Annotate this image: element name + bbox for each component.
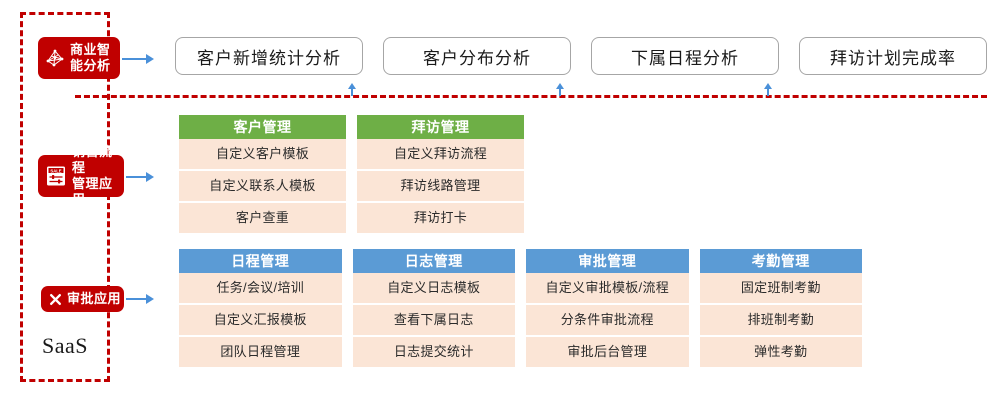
badge-business-intelligence[interactable]: 商业智 能分析 bbox=[38, 37, 120, 79]
module-card-approval-management[interactable]: 审批管理 自定义审批模板/流程 分条件审批流程 审批后台管理 bbox=[526, 249, 689, 367]
analysis-button-customer-distribution[interactable]: 客户分布分析 bbox=[383, 37, 571, 75]
module-card-title: 考勤管理 bbox=[699, 249, 862, 273]
badge-approval-app[interactable]: 审批应用 bbox=[41, 286, 124, 312]
badge-label: 商业智 能分析 bbox=[70, 42, 111, 73]
module-card-item[interactable]: 弹性考勤 bbox=[699, 337, 862, 367]
module-card-item[interactable]: 拜访线路管理 bbox=[357, 171, 524, 203]
analysis-button-visit-plan-rate[interactable]: 拜访计划完成率 bbox=[799, 37, 987, 75]
saas-boundary bbox=[20, 12, 110, 382]
module-card-item[interactable]: 自定义客户模板 bbox=[179, 139, 346, 171]
module-card-title: 审批管理 bbox=[526, 249, 689, 273]
svg-text:SALE: SALE bbox=[50, 168, 61, 173]
module-group-sales: 客户管理 自定义客户模板 自定义联系人模板 客户查重 拜访管理 自定义拜访流程 … bbox=[179, 115, 524, 233]
badge-label: 销售流程 管理应用 bbox=[72, 144, 113, 207]
network-graph-icon bbox=[44, 47, 66, 69]
arrow-bi-to-analysis bbox=[122, 53, 154, 64]
module-card-title: 拜访管理 bbox=[357, 115, 524, 139]
module-card-schedule-management[interactable]: 日程管理 任务/会议/培训 自定义汇报模板 团队日程管理 bbox=[179, 249, 342, 367]
analysis-button-label: 拜访计划完成率 bbox=[830, 48, 956, 68]
module-card-customer-management[interactable]: 客户管理 自定义客户模板 自定义联系人模板 客户查重 bbox=[179, 115, 346, 233]
saas-horizontal-divider bbox=[75, 95, 987, 98]
module-card-item[interactable]: 任务/会议/培训 bbox=[179, 273, 342, 305]
module-card-item[interactable]: 自定义审批模板/流程 bbox=[526, 273, 689, 305]
module-card-item[interactable]: 自定义汇报模板 bbox=[179, 305, 342, 337]
module-card-item[interactable]: 自定义联系人模板 bbox=[179, 171, 346, 203]
module-card-item[interactable]: 自定义拜访流程 bbox=[357, 139, 524, 171]
saas-label: SaaS bbox=[42, 333, 88, 358]
module-card-item[interactable]: 自定义日志模板 bbox=[352, 273, 515, 305]
module-card-title: 日志管理 bbox=[352, 249, 515, 273]
module-card-log-management[interactable]: 日志管理 自定义日志模板 查看下属日志 日志提交统计 bbox=[352, 249, 515, 367]
module-card-item[interactable]: 团队日程管理 bbox=[179, 337, 342, 367]
module-card-item[interactable]: 查看下属日志 bbox=[352, 305, 515, 337]
module-card-title: 日程管理 bbox=[179, 249, 342, 273]
module-card-visit-management[interactable]: 拜访管理 自定义拜访流程 拜访线路管理 拜访打卡 bbox=[357, 115, 524, 233]
arrow-up-analysis-3 bbox=[764, 83, 773, 96]
module-card-title: 客户管理 bbox=[179, 115, 346, 139]
module-card-item[interactable]: 分条件审批流程 bbox=[526, 305, 689, 337]
arrow-sales-to-modules bbox=[126, 171, 154, 182]
analysis-button-label: 客户分布分析 bbox=[423, 48, 531, 68]
module-card-item[interactable]: 审批后台管理 bbox=[526, 337, 689, 367]
module-card-attendance-management[interactable]: 考勤管理 固定班制考勤 排班制考勤 弹性考勤 bbox=[699, 249, 862, 367]
analysis-button-customer-growth[interactable]: 客户新增统计分析 bbox=[175, 37, 363, 75]
module-card-item[interactable]: 排班制考勤 bbox=[699, 305, 862, 337]
cross-icon bbox=[49, 293, 62, 306]
badge-sales-process[interactable]: SALE 销售流程 管理应用 bbox=[38, 144, 124, 207]
analysis-button-label: 客户新增统计分析 bbox=[197, 48, 341, 68]
arrow-up-analysis-2 bbox=[556, 83, 565, 96]
module-card-item[interactable]: 日志提交统计 bbox=[352, 337, 515, 367]
module-card-item[interactable]: 客户查重 bbox=[179, 203, 346, 233]
analysis-button-label: 下属日程分析 bbox=[631, 48, 739, 68]
arrow-approval-to-modules bbox=[126, 293, 154, 304]
analysis-button-subordinate-schedule[interactable]: 下属日程分析 bbox=[591, 37, 779, 75]
module-card-item[interactable]: 拜访打卡 bbox=[357, 203, 524, 233]
module-card-item[interactable]: 固定班制考勤 bbox=[699, 273, 862, 305]
arrow-up-analysis-1 bbox=[348, 83, 357, 96]
sale-document-icon: SALE bbox=[44, 164, 68, 188]
analysis-button-row: 客户新增统计分析 客户分布分析 下属日程分析 拜访计划完成率 bbox=[175, 37, 987, 75]
module-group-approval: 日程管理 任务/会议/培训 自定义汇报模板 团队日程管理 日志管理 自定义日志模… bbox=[179, 249, 862, 367]
badge-label: 审批应用 bbox=[67, 291, 122, 306]
